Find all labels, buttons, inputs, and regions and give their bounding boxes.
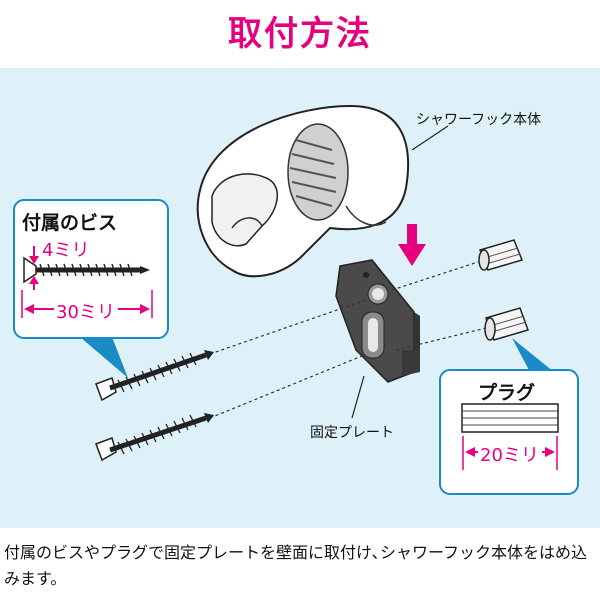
instruction-caption: 付属のビスやプラグで固定プレートを壁面に取付け､シャワーフック本体をはめ込みます… [4, 543, 588, 588]
screw-lower [95, 413, 214, 462]
small-screw-icon [23, 256, 150, 284]
plug-box-title: プラグ [478, 382, 536, 404]
shower-hook-body [196, 104, 410, 278]
plug-dimension-marks [462, 436, 558, 470]
hook-leader-line [411, 125, 449, 151]
plate-leader-line [351, 375, 365, 419]
plug-lower [484, 307, 529, 341]
screw-head-size: 4ミリ [42, 240, 90, 261]
plate-label: 固定プレート [310, 425, 394, 441]
plug-upper [478, 239, 524, 271]
screws-box-title: 付属のビス [22, 212, 118, 234]
screw-dimension-marks [21, 246, 153, 318]
plug-length: 20ミリ [480, 445, 539, 466]
page-title: 取付方法 [228, 14, 372, 54]
fixing-plate [335, 259, 420, 383]
screw-length: 30ミリ [56, 302, 115, 323]
hook-body-label: シャワーフック本体 [416, 112, 542, 128]
plug-side-icon [461, 403, 559, 433]
insert-arrow-icon [398, 224, 426, 266]
screw-upper [95, 350, 214, 402]
